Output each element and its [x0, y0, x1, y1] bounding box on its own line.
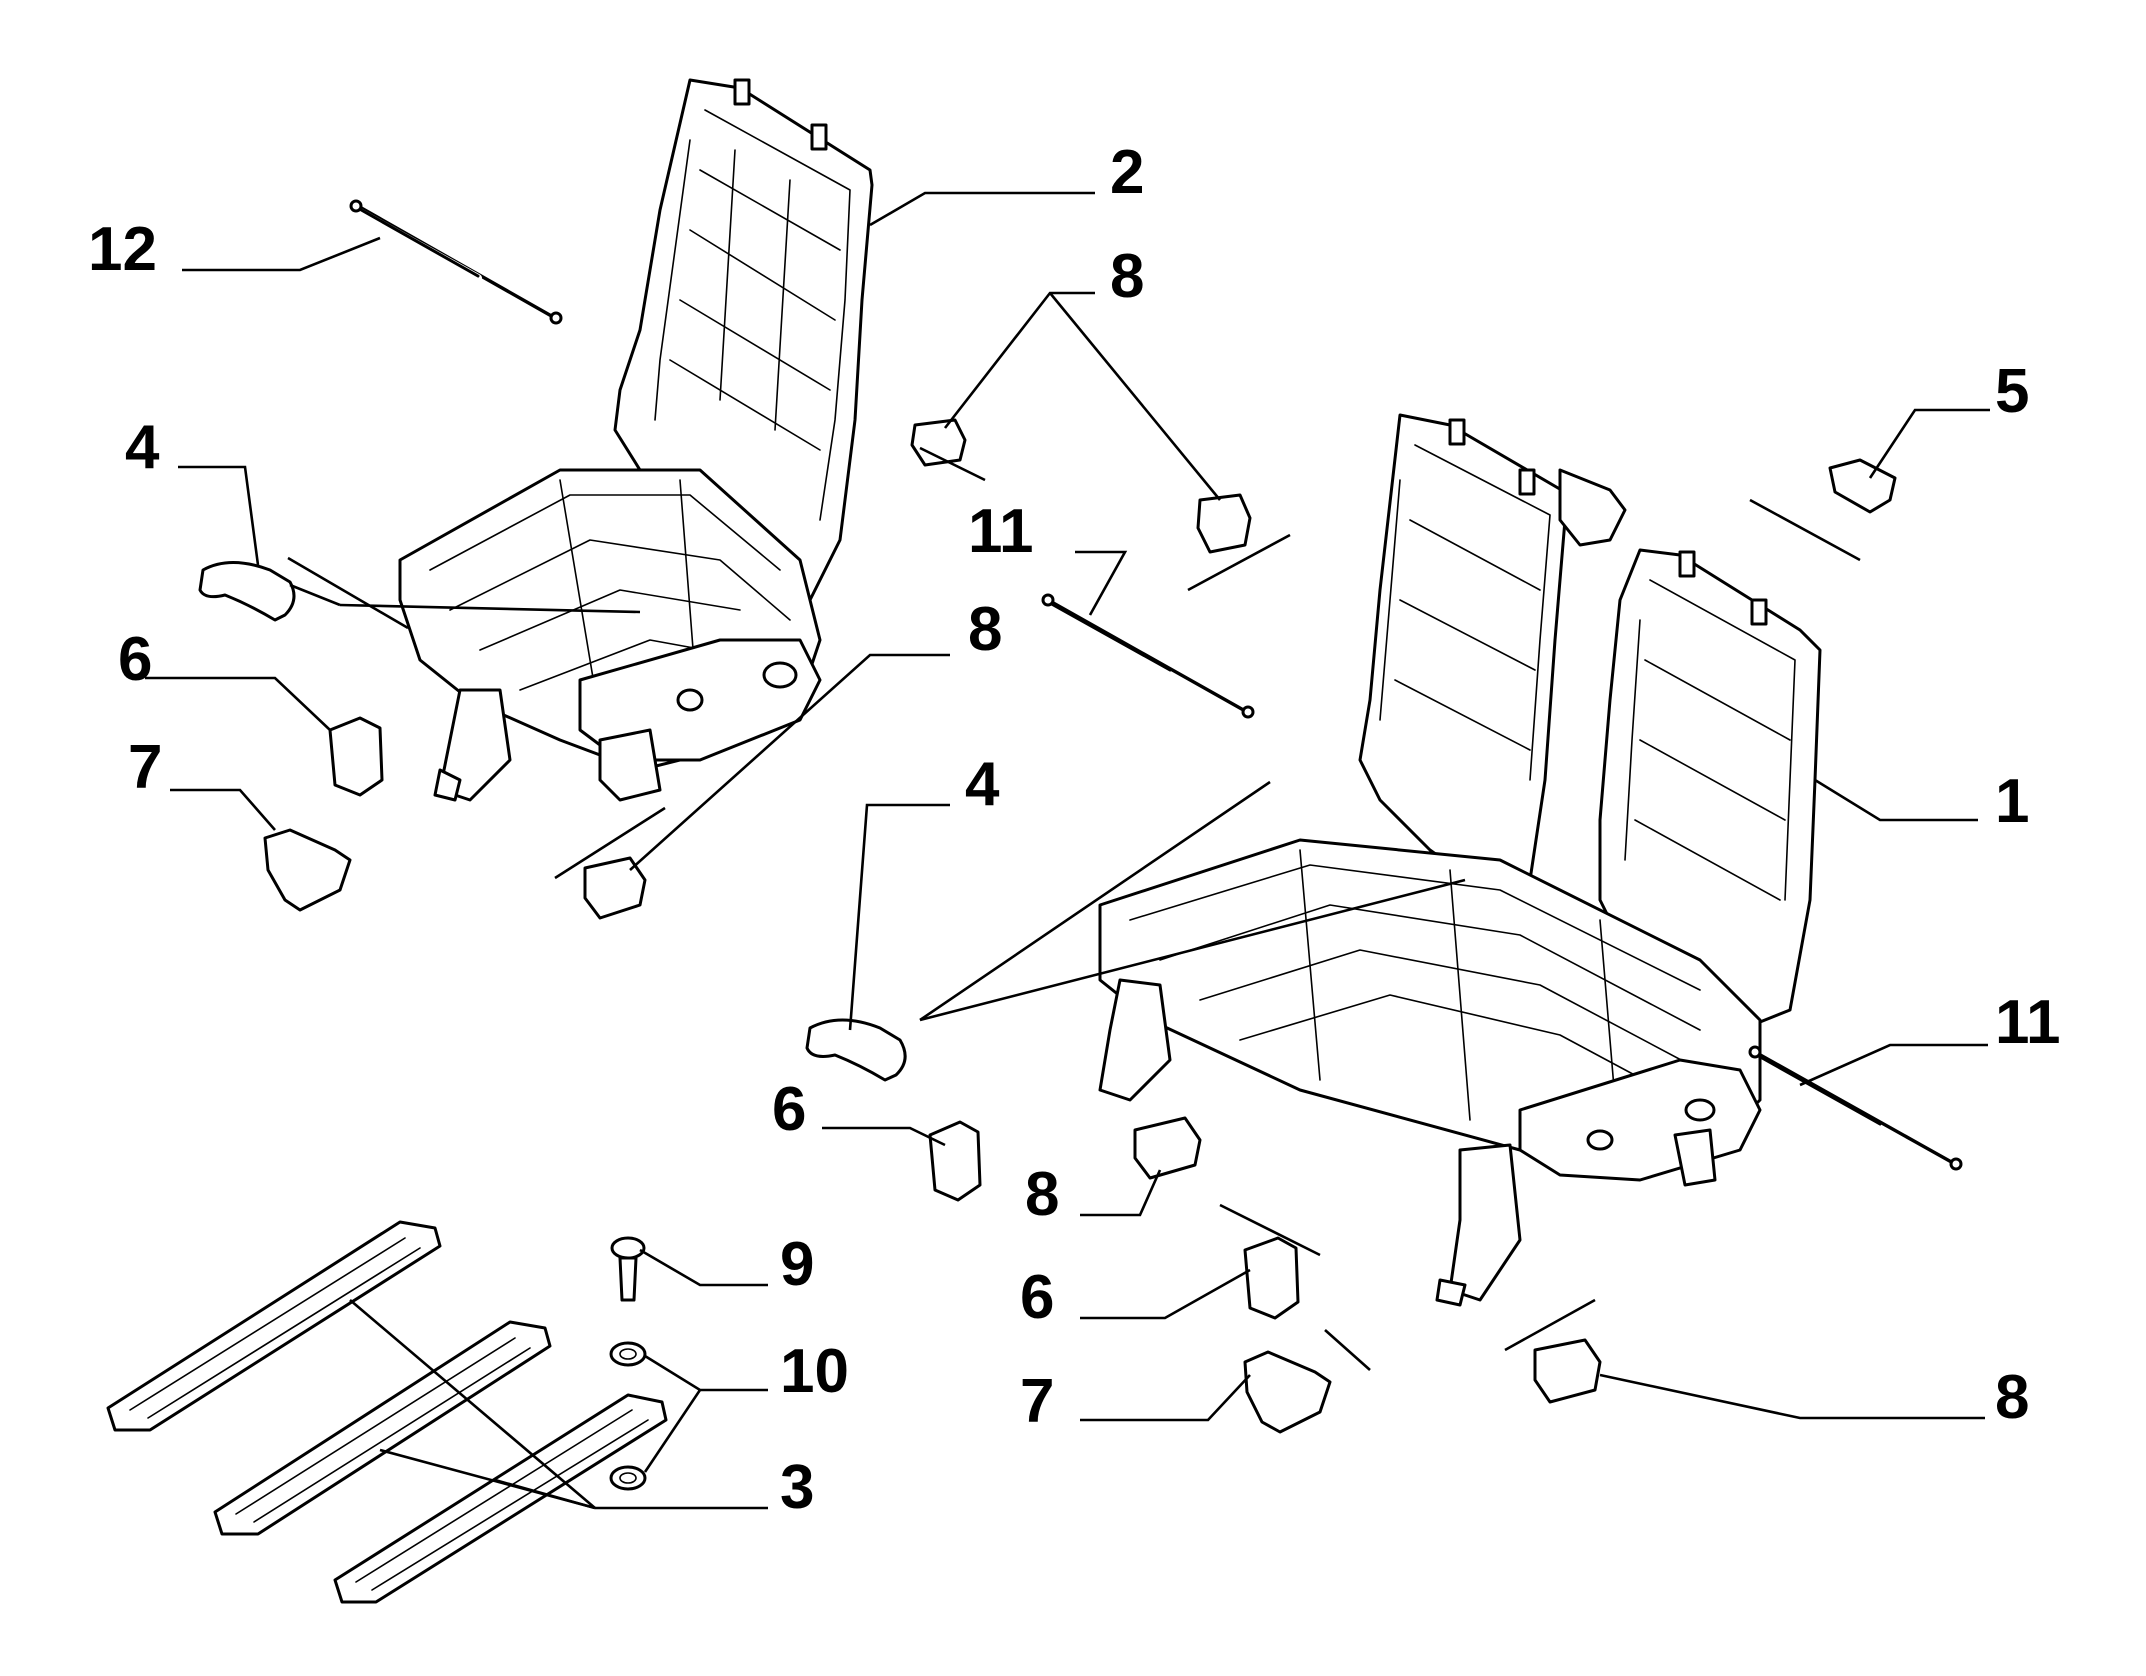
callout-6: 6	[772, 1075, 806, 1144]
callout-11: 11	[968, 497, 1034, 566]
callout-6: 6	[118, 625, 152, 694]
callout-11: 11	[1995, 988, 2061, 1057]
washer-10-upper	[609, 1341, 647, 1367]
cap-8-b	[1196, 493, 1252, 554]
callout-7: 7	[1020, 1367, 1054, 1436]
bolt-9	[610, 1236, 646, 1302]
bracket-7-a	[263, 828, 352, 912]
callout-8: 8	[968, 595, 1002, 664]
callout-4: 4	[125, 413, 160, 482]
rail-3-a	[106, 1220, 442, 1432]
callout-8: 8	[1110, 242, 1144, 311]
callout-4: 4	[965, 750, 1000, 819]
callout-3: 3	[780, 1453, 814, 1522]
gas-strut-11-lower	[1748, 1045, 1963, 1171]
callout-12: 12	[88, 215, 157, 284]
cap-8-d	[1133, 1116, 1202, 1180]
callout-5: 5	[1995, 357, 2029, 426]
callout-8: 8	[1025, 1160, 1059, 1229]
gas-strut-12	[349, 199, 563, 325]
callout-numbers: 12 2 8 4 11 5 6 8 7 4 1 11 6 8 9 10 6 3 …	[88, 138, 2061, 1522]
cover-4-lower	[805, 1018, 907, 1082]
callout-2: 2	[1110, 138, 1144, 207]
gas-strut-11-upper	[1041, 593, 1255, 719]
cover-4-upper	[198, 561, 296, 622]
double-seat-frame	[1098, 413, 1822, 1307]
single-seat-frame	[398, 78, 874, 802]
cap-8-e	[1533, 1338, 1602, 1404]
leader-lines	[145, 191, 1990, 1510]
callout-7: 7	[128, 733, 162, 802]
bracket-6-b	[928, 1120, 982, 1202]
bracket-6-c	[1243, 1236, 1300, 1320]
clip-5	[1828, 458, 1897, 514]
bracket-6-a	[328, 716, 384, 797]
washer-10-lower	[609, 1465, 647, 1491]
callout-6: 6	[1020, 1263, 1054, 1332]
callout-1: 1	[1995, 767, 2029, 836]
cap-8-c	[583, 856, 647, 920]
bracket-7-b	[1243, 1350, 1332, 1434]
cap-8-a	[910, 418, 967, 467]
callout-9: 9	[780, 1230, 814, 1299]
callout-8: 8	[1995, 1363, 2029, 1432]
rail-3-b	[213, 1320, 552, 1536]
callout-10: 10	[780, 1337, 849, 1406]
rail-3-c	[333, 1393, 668, 1604]
